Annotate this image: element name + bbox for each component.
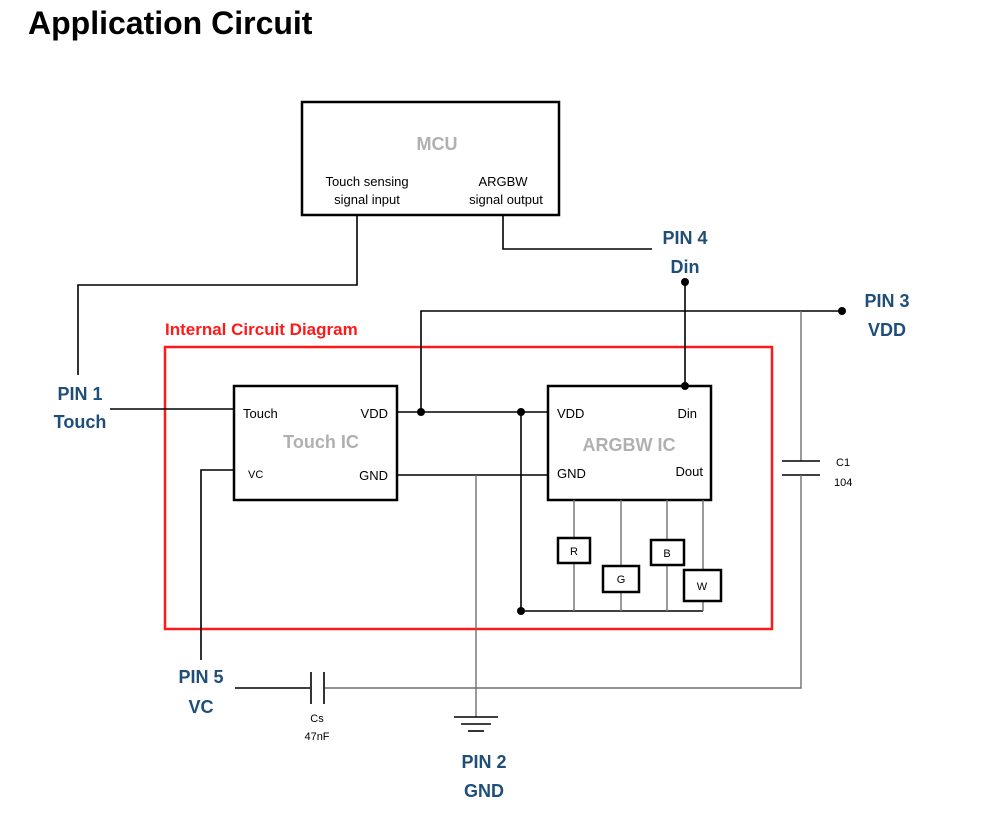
pin5-name: VC bbox=[188, 697, 213, 717]
argbw-ic-box bbox=[546, 384, 713, 502]
pin2-name: GND bbox=[464, 781, 504, 801]
touch-ic-pin-vdd: VDD bbox=[361, 406, 388, 421]
mcu-block: MCU Touch sensing signal input ARGBW sig… bbox=[300, 100, 561, 217]
capacitor-cs bbox=[310, 672, 325, 704]
ground-symbol bbox=[454, 716, 498, 732]
argbw-ic-pin-dout: Dout bbox=[676, 464, 704, 479]
cs-value: 47nF bbox=[304, 731, 329, 743]
pin1-number: PIN 1 bbox=[57, 384, 102, 404]
led-w-label: W bbox=[697, 581, 708, 593]
pin5-number: PIN 5 bbox=[178, 667, 223, 687]
page-title: Application Circuit bbox=[28, 5, 313, 41]
mcu-argbw-label-line1: ARGBW bbox=[478, 174, 528, 189]
internal-circuit-label: Internal Circuit Diagram bbox=[165, 320, 358, 339]
led-g-label: G bbox=[617, 574, 626, 586]
junction-vdd-touch bbox=[417, 408, 425, 416]
c1-value: 104 bbox=[834, 477, 852, 489]
pin1-name: Touch bbox=[54, 412, 107, 432]
touch-ic-block: Touch IC Touch VDD VC GND bbox=[232, 384, 399, 502]
cs-name: Cs bbox=[310, 713, 324, 725]
pin3-terminal bbox=[838, 307, 846, 315]
led-w: W bbox=[682, 568, 723, 603]
led-b: B bbox=[649, 538, 686, 567]
pin3-number: PIN 3 bbox=[864, 291, 909, 311]
wire-c1-bottom bbox=[325, 475, 802, 689]
wire-vc bbox=[200, 469, 234, 660]
wire-mcu-touch bbox=[77, 215, 358, 375]
pin3-name: VDD bbox=[868, 320, 906, 340]
argbw-ic-block: ARGBW IC VDD Din GND Dout bbox=[546, 384, 713, 502]
touch-ic-pin-gnd: GND bbox=[359, 468, 388, 483]
pin4-number: PIN 4 bbox=[662, 228, 707, 248]
junction-led-bus bbox=[517, 607, 525, 615]
mcu-touch-label-line2: signal input bbox=[334, 192, 400, 207]
argbw-ic-name: ARGBW IC bbox=[583, 435, 676, 455]
mcu-name: MCU bbox=[417, 134, 458, 154]
led-r-label: R bbox=[570, 546, 578, 558]
led-b-label: B bbox=[663, 548, 670, 560]
wire-mcu-argbw bbox=[502, 215, 652, 250]
capacitor-c1 bbox=[782, 460, 820, 476]
touch-ic-pin-touch: Touch bbox=[243, 406, 278, 421]
mcu-touch-label-line1: Touch sensing bbox=[325, 174, 408, 189]
mcu-argbw-label-line2: signal output bbox=[469, 192, 543, 207]
led-r: R bbox=[556, 536, 592, 565]
touch-ic-pin-vc: VC bbox=[248, 469, 263, 481]
touch-ic-box bbox=[232, 384, 399, 502]
argbw-ic-pin-gnd: GND bbox=[557, 466, 586, 481]
pin4-terminal bbox=[681, 278, 689, 286]
led-g: G bbox=[601, 564, 641, 594]
touch-ic-name: Touch IC bbox=[283, 432, 359, 452]
junction-din bbox=[681, 382, 689, 390]
pin2-number: PIN 2 bbox=[461, 752, 506, 772]
led-wires bbox=[573, 500, 704, 611]
argbw-ic-pin-vdd: VDD bbox=[557, 406, 584, 421]
wire-vdd-rail bbox=[420, 310, 842, 412]
internal-circuit-border bbox=[163, 345, 774, 631]
pin4-name: Din bbox=[671, 257, 700, 277]
argbw-ic-pin-din: Din bbox=[677, 406, 697, 421]
mcu-box bbox=[300, 100, 561, 217]
c1-name: C1 bbox=[836, 457, 850, 469]
